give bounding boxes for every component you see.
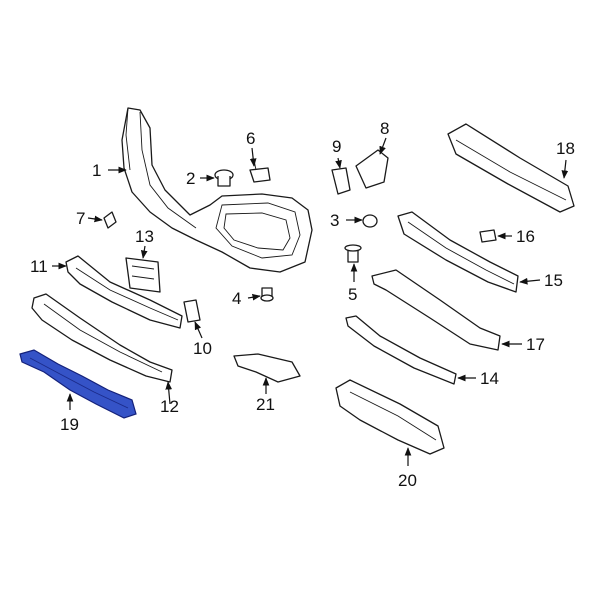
- callout-7: 7: [76, 209, 85, 228]
- part-15-absorber: [397, 211, 519, 293]
- callout-17: 17: [526, 335, 545, 354]
- callout-leaders: [52, 137, 569, 466]
- part-11-grille: [65, 255, 183, 329]
- part-7-clip: [103, 211, 117, 229]
- part-2-clip: [214, 169, 234, 187]
- callout-16: 16: [516, 227, 535, 246]
- callout-5: 5: [348, 285, 357, 304]
- callout-4: 4: [232, 289, 241, 308]
- callout-9: 9: [332, 137, 341, 156]
- part-5-bolt: [344, 244, 362, 263]
- part-1-bumper-cover: [121, 107, 313, 273]
- callout-14: 14: [480, 369, 499, 388]
- callout-1: 1: [92, 161, 101, 180]
- part-10-bracket: [183, 299, 201, 323]
- callout-12: 12: [160, 397, 179, 416]
- callout-10: 10: [193, 339, 212, 358]
- callout-15: 15: [544, 271, 563, 290]
- part-19-highlighted: [19, 349, 137, 419]
- callout-18: 18: [556, 139, 575, 158]
- callout-6: 6: [246, 129, 255, 148]
- callout-labels: 1 2 3 4 5 6 7 8 9 10 11 12 13 14 15 16 1…: [30, 119, 575, 490]
- callout-11: 11: [30, 257, 48, 276]
- part-18-reinforcement-bar: [447, 123, 575, 213]
- part-13-plate: [125, 257, 161, 293]
- part-6-bracket: [249, 159, 271, 183]
- callout-8: 8: [380, 119, 389, 138]
- part-20-shield: [335, 379, 445, 455]
- callout-19: 19: [60, 415, 79, 434]
- part-3-clip: [362, 214, 378, 228]
- callout-20: 20: [398, 471, 417, 490]
- part-14-strip: [345, 315, 457, 385]
- callout-13: 13: [135, 227, 154, 246]
- part-16-clip: [479, 229, 497, 243]
- callout-21: 21: [256, 395, 275, 414]
- part-8-bracket: [355, 149, 389, 189]
- callout-3: 3: [330, 211, 339, 230]
- part-21-bracket: [233, 353, 301, 383]
- part-17-bar: [371, 269, 501, 351]
- part-9-bracket: [331, 167, 351, 195]
- callout-2: 2: [186, 169, 195, 188]
- part-4-bolt: [260, 287, 274, 302]
